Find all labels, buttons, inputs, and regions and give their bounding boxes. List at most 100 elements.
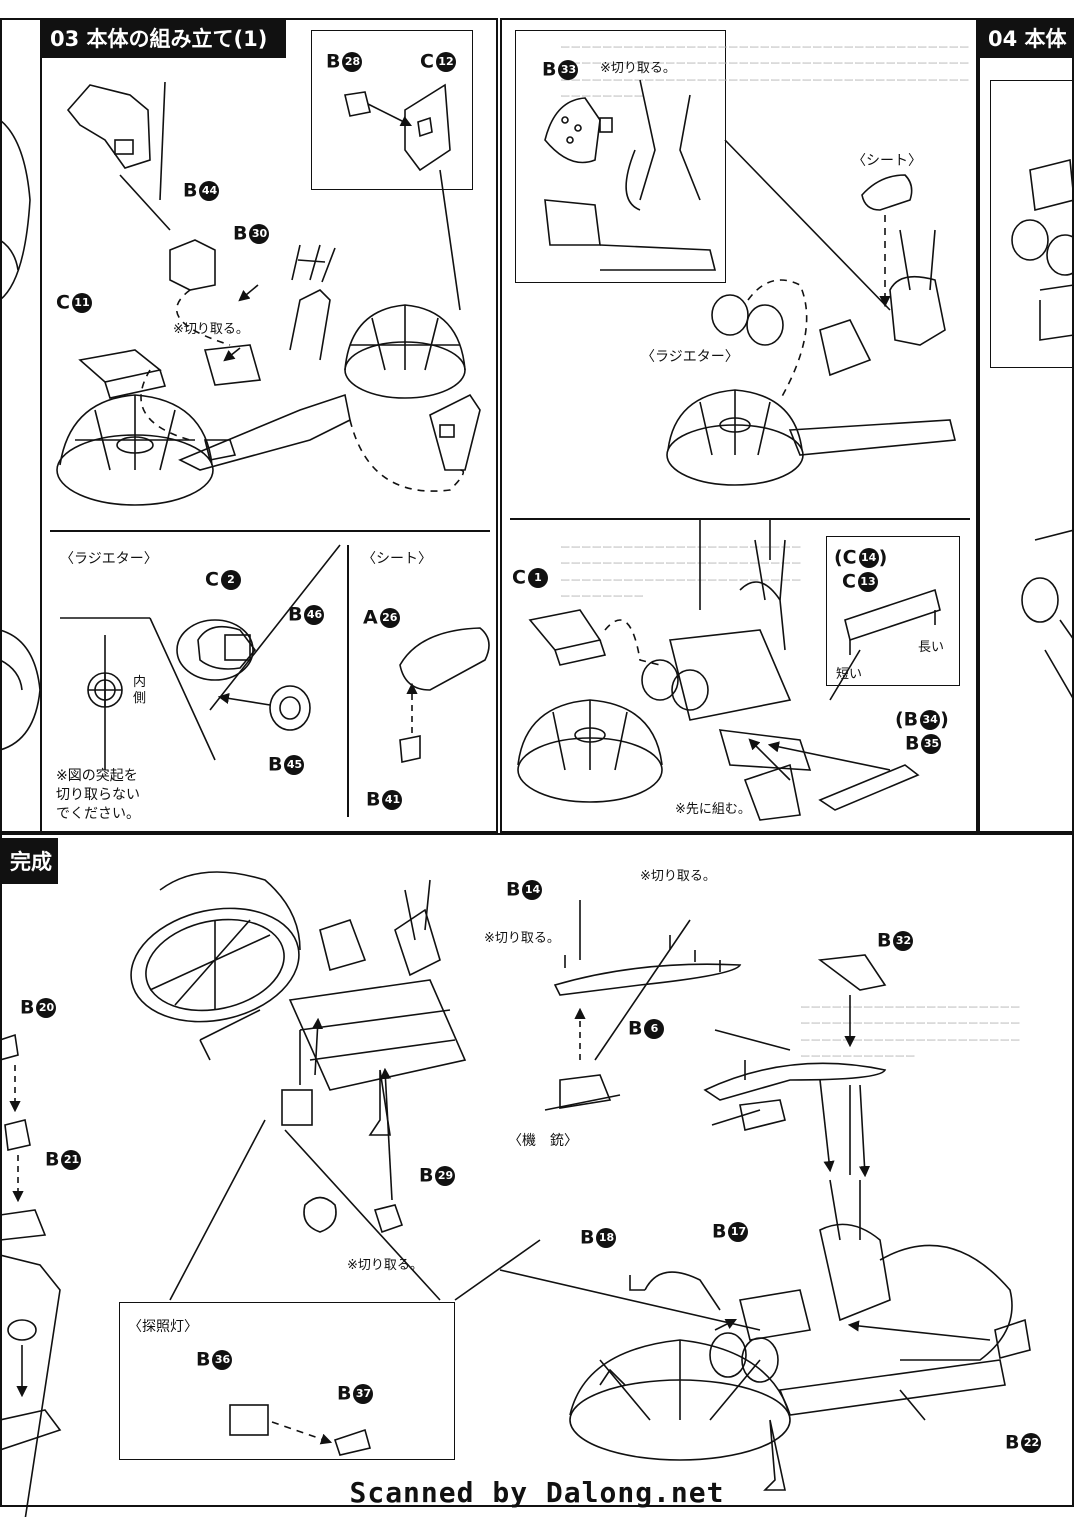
- scan-credit-footer: Scanned by Dalong.net: [349, 1476, 725, 1509]
- note-long: 長い: [918, 640, 945, 655]
- step03-rear-dome: [344, 304, 466, 399]
- lower-right-c1-part: [528, 609, 661, 666]
- caption-radiator-2: 〈ラジエター〉: [60, 551, 158, 567]
- section-header-complete: 完成: [0, 838, 58, 884]
- step03r-saucer: [666, 389, 804, 486]
- step03-part-b44: [169, 239, 216, 291]
- detail-box-c13: [826, 536, 960, 686]
- step03-callout-line-3: [439, 169, 461, 311]
- detail-box-searchlight: [119, 1302, 455, 1460]
- note-inner-side: 内 側: [133, 675, 147, 707]
- note-cut-1: ※切り取る。: [173, 322, 249, 337]
- complete-main-saucer: [130, 871, 301, 1023]
- radiator-parts-c2-b46-b45: [149, 544, 341, 761]
- step03-saucer-dome: [56, 394, 214, 506]
- complete-left-stack: [0, 1033, 62, 1517]
- seat-parts-a26-b41: [399, 627, 490, 763]
- caption-seat-2: 〈シート〉: [362, 551, 432, 567]
- note-short: 短い: [836, 667, 863, 682]
- step03-dashed-guides: [140, 289, 465, 492]
- section-03-title: 03 本体の組み立て(1): [50, 27, 268, 51]
- complete-main-body: [199, 879, 467, 1136]
- complete-part-b29: [169, 1020, 441, 1301]
- section-header-03: 03 本体の組み立て(1): [40, 18, 286, 58]
- note-cut-3: ※切り取る。: [640, 869, 716, 884]
- note-cut-5: ※切り取る。: [347, 1258, 423, 1273]
- faint-text-block-2: ーーーーーーーーーーーーーーーーーーーーーーーーーーーーーーーーーーーーーーーー…: [560, 542, 802, 603]
- radiator-knob-diagram: [60, 617, 150, 770]
- divider-radiator-seat: [347, 545, 349, 817]
- section-header-04: 04 本体: [978, 18, 1074, 58]
- step03-part-rear-wing: [429, 393, 481, 471]
- caption-seat-1: 〈シート〉: [852, 153, 922, 169]
- section-04-title: 04 本体: [988, 27, 1067, 51]
- detail-box-b33: [515, 30, 726, 283]
- divider-03-lower: [50, 530, 490, 532]
- left-edge-partial-drawing: [0, 119, 41, 751]
- detail-box-b28-c12: [311, 30, 473, 190]
- note-warning: ※図の突起を 切り取らない でください。: [56, 768, 140, 822]
- note-cut-4: ※切り取る。: [484, 931, 560, 946]
- panel-completion: [0, 833, 1074, 1507]
- inset-arrow-b28: [367, 103, 413, 127]
- note-cut-2: ※切り取る。: [600, 61, 676, 76]
- step03-inset-top: [66, 84, 151, 169]
- panel-left-edge: [0, 18, 40, 833]
- inset-b33-drawing: [544, 79, 717, 271]
- inset-b33-callout: [724, 139, 891, 311]
- lower-right-saucer: [517, 699, 663, 803]
- lower-right-c13-part: [844, 588, 941, 655]
- caption-searchlight: 〈探照灯〉: [128, 1319, 198, 1335]
- panel-step-03-right: [500, 18, 978, 833]
- step03-arrow-b30: [238, 284, 259, 302]
- step04-partial-drawing: [1011, 158, 1074, 701]
- step03r-seat-part: [861, 174, 913, 308]
- step03-callout-line-1: [159, 81, 166, 201]
- section-complete-title: 完成: [10, 850, 52, 874]
- step03-arrow-c11: [223, 347, 241, 362]
- step03-callout-line-2: [119, 174, 171, 231]
- caption-radiator-1: 〈ラジエター〉: [641, 349, 739, 365]
- complete-part-b32: [817, 954, 887, 1048]
- step03-part-c11: [78, 349, 167, 399]
- complete-searchlight-parts: [229, 1404, 371, 1456]
- step03r-body: [788, 229, 957, 456]
- faint-text-block-1: ーーーーーーーーーーーーーーーーーーーーーーーーーーーーーーーーーーーーーーーー…: [560, 42, 970, 103]
- caption-machinegun: 〈機 銃〉: [508, 1133, 578, 1149]
- inset-part-b28: [344, 91, 371, 117]
- complete-machinegun: [544, 900, 791, 1111]
- step03-body-frame: [178, 244, 351, 471]
- complete-mounted-gun: [703, 1060, 887, 1175]
- lower-right-body: [641, 539, 812, 771]
- divider-03-right-lower: [510, 518, 970, 520]
- step03r-radiator-pods: [711, 279, 808, 401]
- lower-right-b35-part: [699, 520, 920, 821]
